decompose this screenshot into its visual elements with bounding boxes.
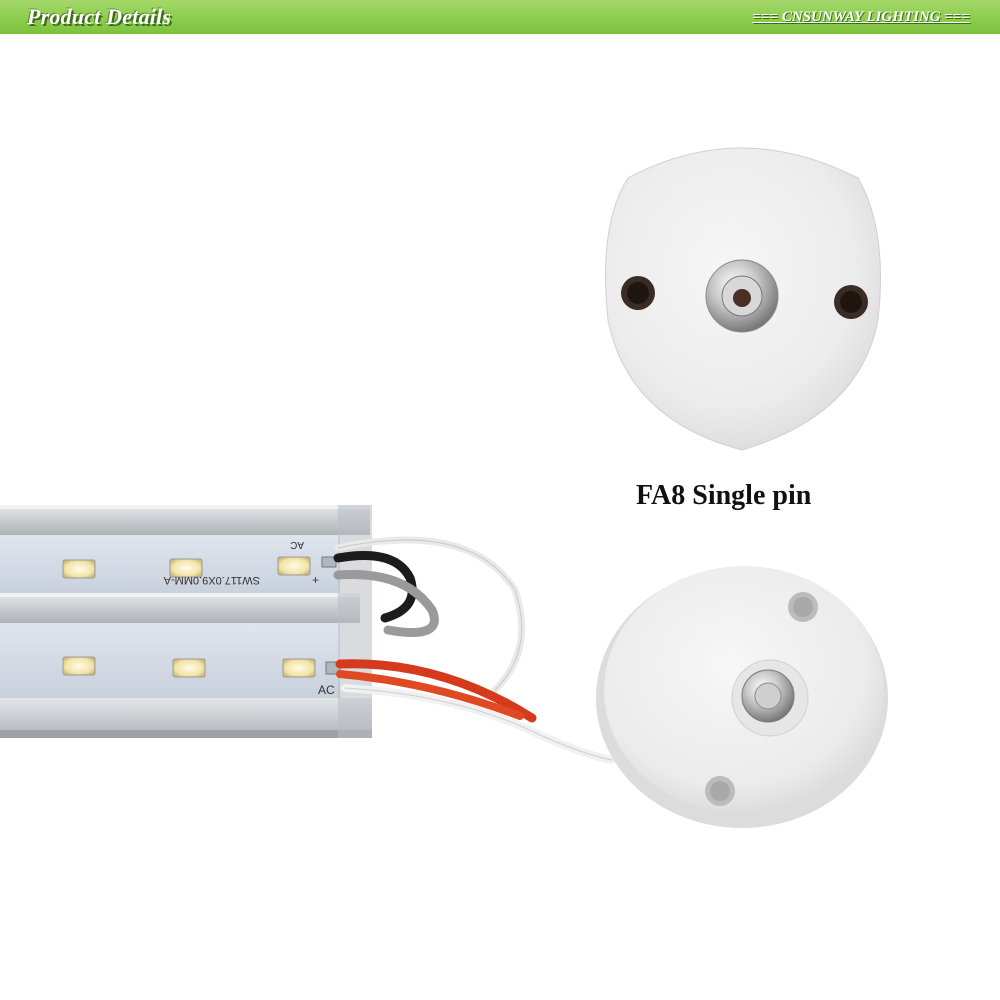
strip-label-ac-bottom: AC xyxy=(318,683,335,697)
polarity-mark: + xyxy=(312,573,319,587)
fa8-endcap-bottom xyxy=(596,566,888,828)
strip-label-ac-top: AC xyxy=(290,539,304,550)
banner-title: Product Details xyxy=(27,4,172,29)
wires xyxy=(333,536,616,764)
fa8-endcap-top xyxy=(605,147,881,451)
header-banner: Product Details === CNSUNWAY LIGHTING ==… xyxy=(0,0,1000,34)
banner-brand: === CNSUNWAY LIGHTING === xyxy=(752,9,970,25)
strip-label-code: SW117.0X9.0MM-A xyxy=(163,574,260,586)
product-photo: AC SW117.0X9.0MM-A AC + xyxy=(0,147,888,828)
product-caption: FA8 Single pin xyxy=(636,480,812,511)
led-strip-assembly: AC SW117.0X9.0MM-A AC + xyxy=(0,505,372,738)
